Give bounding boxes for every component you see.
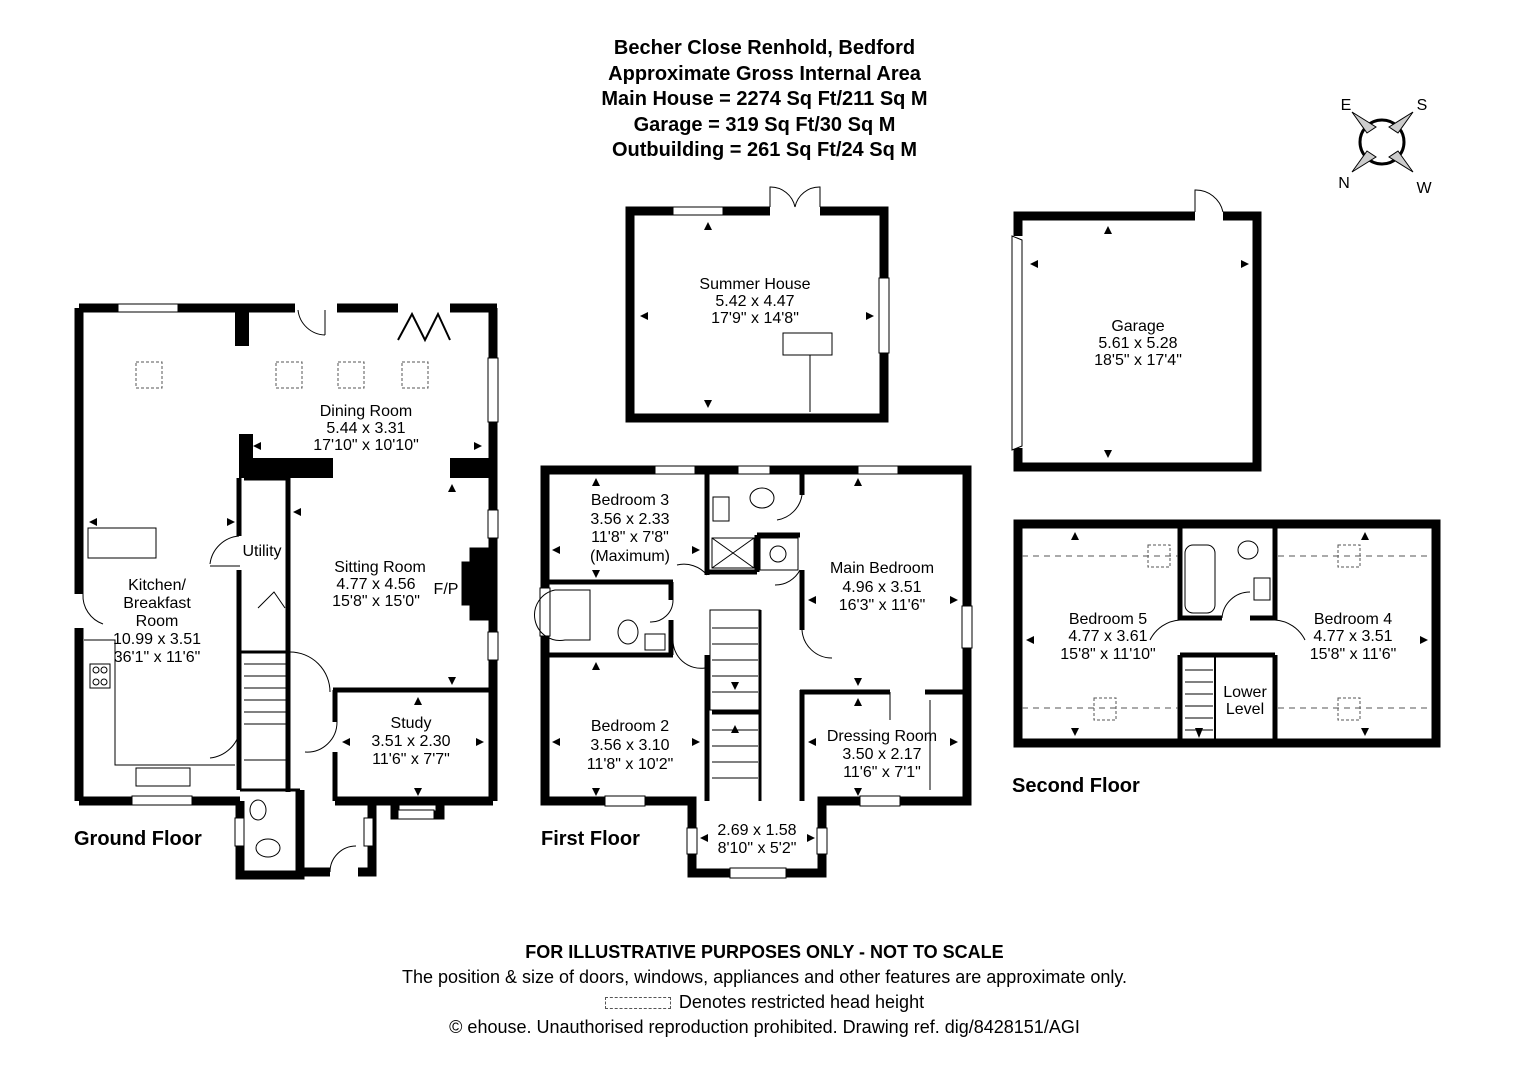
- first-floor-label: First Floor: [541, 828, 640, 850]
- garage-metric: 5.61 x 5.28: [1098, 335, 1177, 352]
- copyright-text: © ehouse. Unauthorised reproduction proh…: [449, 1017, 1080, 1037]
- sitting-room-imperial: 15'8" x 15'0": [332, 593, 420, 610]
- dressing-room-metric: 3.50 x 2.17: [842, 746, 921, 763]
- ground-floor-label: Ground Floor: [74, 828, 202, 850]
- second-floor-label: Second Floor: [1012, 775, 1140, 797]
- dining-room-metric: 5.44 x 3.31: [326, 420, 405, 437]
- restricted-height-swatch: [604, 997, 671, 1010]
- dining-room-name: Dining Room: [320, 403, 412, 420]
- main-house-area: Main House = 2274 Sq Ft/211 Sq M: [601, 88, 928, 110]
- property-address: Becher Close Renhold, Bedford: [613, 37, 916, 59]
- landing-bay-metric: 2.69 x 1.58: [717, 822, 796, 839]
- study-imperial: 11'6" x 7'7": [372, 751, 450, 768]
- bedroom2-metric: 3.56 x 3.10: [590, 737, 669, 754]
- utility-name: Utility: [242, 543, 281, 560]
- approximation-note: The position & size of doors, windows, a…: [401, 967, 1128, 987]
- kitchen-name-line1: Kitchen/: [128, 577, 186, 594]
- summer-house-imperial: 17'9" x 14'8": [711, 310, 799, 327]
- bedroom3-name: Bedroom 3: [591, 492, 669, 509]
- outbuilding-area: Outbuilding = 261 Sq Ft/24 Sq M: [611, 139, 918, 161]
- bedroom5-metric: 4.77 x 3.61: [1068, 628, 1147, 645]
- bedroom2-imperial: 11'8" x 10'2": [587, 756, 674, 773]
- legend-text: Denotes restricted head height: [678, 992, 925, 1012]
- study-metric: 3.51 x 2.30: [371, 733, 450, 750]
- garage-imperial: 18'5" x 17'4": [1094, 352, 1182, 369]
- garage-name: Garage: [1111, 318, 1164, 335]
- area-heading: Approximate Gross Internal Area: [608, 62, 921, 85]
- summer-house-plan: Summer House 5.42 x 4.47 17'9" x 14'8": [625, 186, 890, 423]
- bedroom4-name: Bedroom 4: [1314, 611, 1392, 628]
- compass-north-label: N: [1338, 175, 1350, 192]
- dressing-room-imperial: 11'6" x 7'1": [843, 764, 921, 781]
- bedroom3-imperial: 11'8" x 7'8": [591, 529, 669, 546]
- second-floor-plan: Bedroom 5 4.77 x 3.61 15'8" x 11'10" Bed…: [1012, 519, 1441, 797]
- bedroom5-name: Bedroom 5: [1069, 611, 1147, 628]
- study-name: Study: [391, 715, 432, 732]
- lower-level-line1: Lower: [1223, 684, 1267, 701]
- main-bedroom-imperial: 16'3" x 11'6": [839, 597, 926, 614]
- kitchen-name-line3: Room: [136, 613, 179, 630]
- bedroom5-imperial: 15'8" x 11'10": [1060, 646, 1155, 663]
- fireplace-label: F/P: [434, 581, 459, 598]
- head-height-legend: Denotes restricted head height: [0, 990, 1529, 1015]
- landing-bay-imperial: 8'10" x 5'2": [718, 840, 797, 857]
- kitchen-name-line2: Breakfast: [123, 595, 191, 612]
- first-floor-plan: Bedroom 3 3.56 x 2.33 11'8" x 7'8" (Maxi…: [534, 465, 973, 879]
- summer-house-name: Summer House: [699, 276, 810, 293]
- kitchen-imperial: 36'1" x 11'6": [114, 649, 201, 666]
- compass-west-label: W: [1416, 180, 1432, 197]
- sitting-room-name: Sitting Room: [334, 559, 426, 576]
- bedroom3-metric: 3.56 x 2.33: [590, 511, 669, 528]
- garage-plan: Garage 5.61 x 5.28 18'5" x 17'4": [1010, 189, 1262, 472]
- summer-house-metric: 5.42 x 4.47: [715, 293, 794, 310]
- ground-floor-plan: Dining Room 5.44 x 3.31 17'10" x 10'10" …: [72, 302, 499, 880]
- sitting-room-metric: 4.77 x 4.56: [336, 576, 415, 593]
- compass-icon: E S N W: [1338, 97, 1432, 197]
- lower-level-line2: Level: [1226, 701, 1264, 718]
- dining-room-imperial: 17'10" x 10'10": [313, 437, 419, 454]
- compass-south-label: S: [1417, 97, 1428, 114]
- garage-area: Garage = 319 Sq Ft/30 Sq M: [633, 113, 896, 136]
- kitchen-metric: 10.99 x 3.51: [113, 631, 201, 648]
- dressing-room-name: Dressing Room: [827, 728, 937, 745]
- main-bedroom-name: Main Bedroom: [830, 560, 934, 577]
- disclaimer-text: FOR ILLUSTRATIVE PURPOSES ONLY - NOT TO …: [525, 942, 1004, 962]
- bedroom4-metric: 4.77 x 3.51: [1313, 628, 1392, 645]
- plan-title-block: Becher Close Renhold, Bedford Approximat…: [0, 36, 1529, 164]
- bedroom3-note: (Maximum): [590, 548, 670, 565]
- compass-east-label: E: [1341, 97, 1352, 114]
- plan-footer: FOR ILLUSTRATIVE PURPOSES ONLY - NOT TO …: [0, 940, 1529, 1040]
- bedroom4-imperial: 15'8" x 11'6": [1310, 646, 1397, 663]
- main-bedroom-metric: 4.96 x 3.51: [842, 579, 921, 596]
- bedroom2-name: Bedroom 2: [591, 718, 669, 735]
